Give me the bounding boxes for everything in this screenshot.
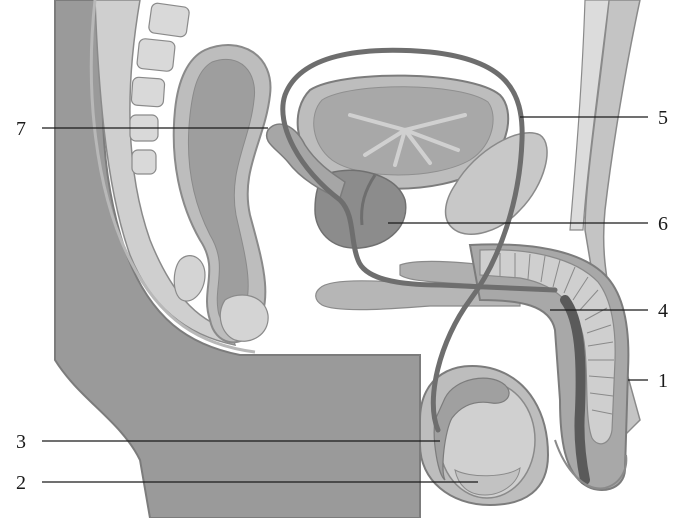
stool-left — [174, 256, 205, 301]
vertebra-3 — [131, 77, 165, 107]
label-7: 7 — [16, 118, 26, 140]
rectum — [174, 45, 271, 342]
label-5: 5 — [658, 107, 668, 129]
vertebra-5 — [132, 150, 156, 174]
label-2: 2 — [16, 472, 26, 494]
label-4: 4 — [658, 300, 668, 322]
scrotum — [420, 366, 548, 505]
stool-lower — [220, 295, 268, 341]
vertebra-1 — [148, 3, 190, 38]
label-1: 1 — [658, 370, 668, 392]
label-6: 6 — [658, 213, 668, 235]
vertebra-2 — [137, 38, 176, 72]
label-3: 3 — [16, 431, 26, 453]
